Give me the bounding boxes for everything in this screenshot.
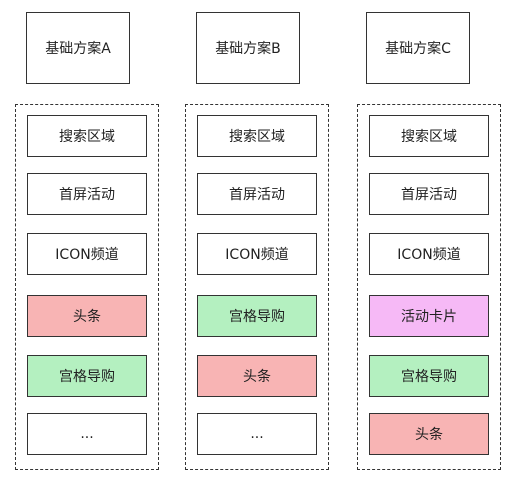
scheme-a-block-3: ICON频道: [27, 233, 147, 275]
scheme-c-block-6: 头条: [369, 413, 489, 455]
scheme-a-title: 基础方案A: [26, 12, 130, 84]
scheme-c-column: 搜索区域 首屏活动 ICON频道 活动卡片 宫格导购 头条: [357, 104, 501, 470]
scheme-b-block-3: ICON频道: [197, 233, 317, 275]
scheme-a-block-4: 头条: [27, 295, 147, 337]
scheme-b-block-2: 首屏活动: [197, 173, 317, 215]
scheme-c-block-5: 宫格导购: [369, 355, 489, 397]
scheme-c-block-1: 搜索区域: [369, 115, 489, 157]
scheme-b-column: 搜索区域 首屏活动 ICON频道 宫格导购 头条 ...: [185, 104, 329, 470]
scheme-c-title: 基础方案C: [366, 12, 470, 84]
scheme-a-block-5: 宫格导购: [27, 355, 147, 397]
scheme-b-block-5: 头条: [197, 355, 317, 397]
scheme-b-block-4: 宫格导购: [197, 295, 317, 337]
scheme-a-block-2: 首屏活动: [27, 173, 147, 215]
scheme-a-column: 搜索区域 首屏活动 ICON频道 头条 宫格导购 ...: [15, 104, 159, 470]
scheme-a-block-6: ...: [27, 413, 147, 455]
scheme-c-block-2: 首屏活动: [369, 173, 489, 215]
scheme-b-title: 基础方案B: [196, 12, 300, 84]
scheme-a-block-1: 搜索区域: [27, 115, 147, 157]
scheme-b-block-1: 搜索区域: [197, 115, 317, 157]
scheme-b-block-6: ...: [197, 413, 317, 455]
scheme-c-block-4: 活动卡片: [369, 295, 489, 337]
scheme-c-block-3: ICON频道: [369, 233, 489, 275]
